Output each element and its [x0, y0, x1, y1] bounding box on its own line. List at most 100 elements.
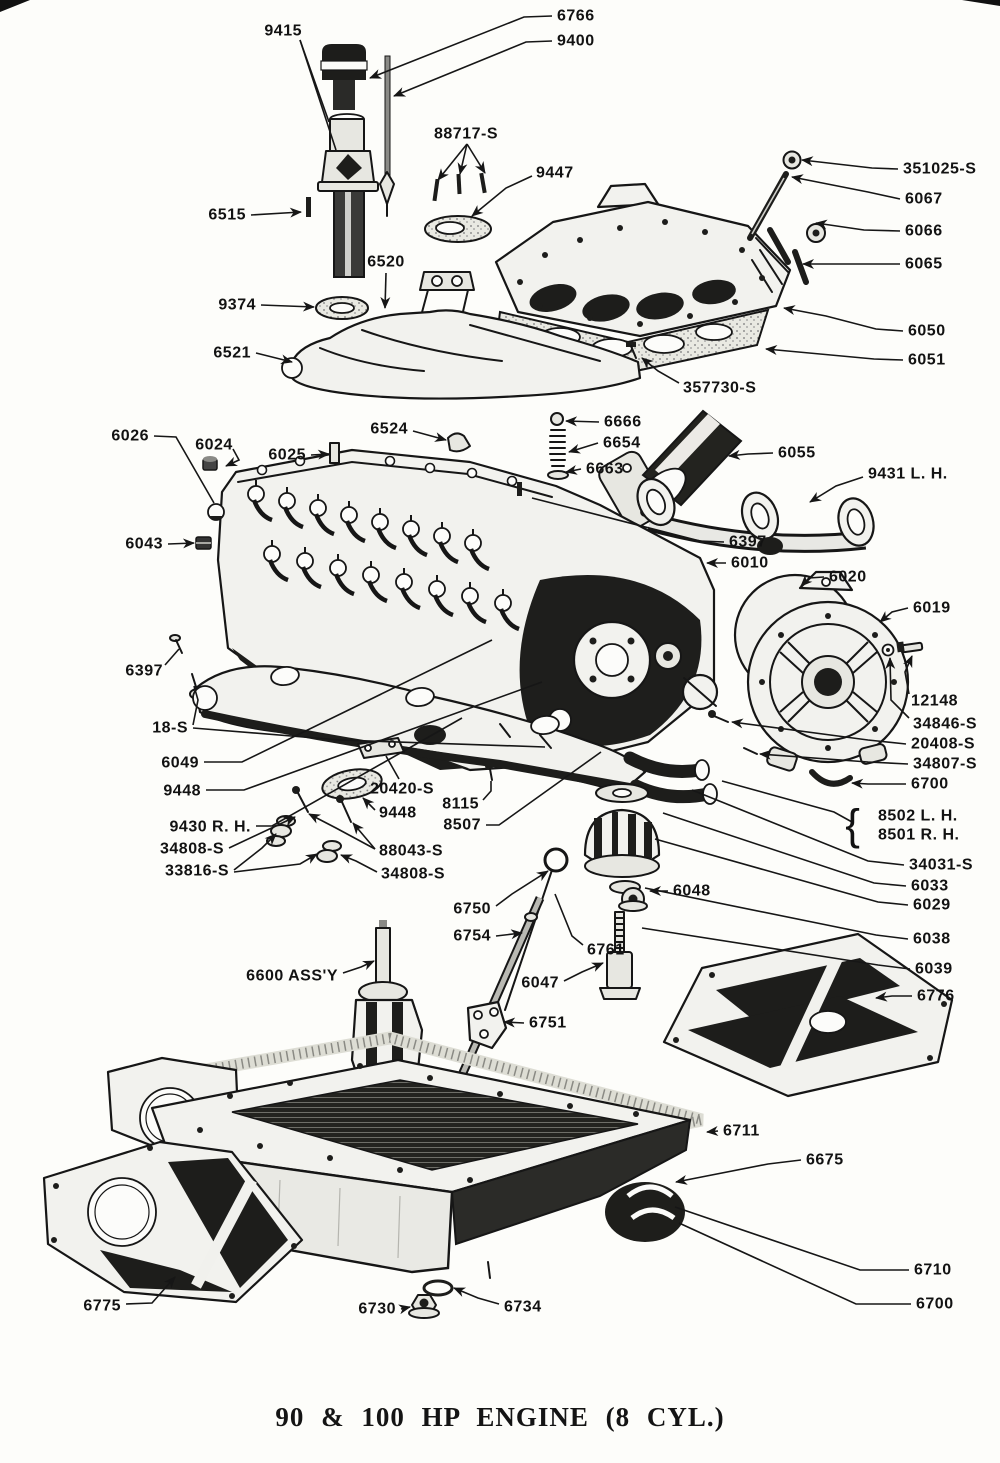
leader-line — [885, 657, 910, 719]
leader-line — [800, 574, 825, 587]
leader-line — [565, 464, 582, 475]
brace-glyph: { — [845, 801, 860, 850]
bolt-12148-drawing — [881, 641, 924, 657]
leader-line — [393, 40, 553, 97]
leader-line — [164, 648, 180, 666]
breather-tube-drawing — [317, 113, 379, 278]
leader-line — [340, 854, 378, 873]
part-label-8501-r-h-: 8501 R. H. — [878, 827, 959, 844]
leader-line — [398, 1304, 411, 1315]
part-label-6039-52: 6039 — [915, 961, 953, 978]
leader-line — [167, 538, 195, 549]
oil-pan-drawing — [106, 1056, 692, 1279]
leader-line — [801, 156, 899, 170]
flywheel-housing-drawing — [746, 570, 910, 772]
leader-line — [453, 1287, 500, 1305]
head-nuts-and-studs-drawing — [747, 150, 826, 285]
part-label-6666-21: 6666 — [604, 414, 642, 431]
part-label-8115-46: 8115 — [442, 796, 479, 813]
leader-line — [759, 749, 909, 765]
part-label-6515-12: 6515 — [208, 207, 246, 224]
part-label-6663-23: 6663 — [586, 461, 624, 478]
leader-line — [437, 143, 468, 181]
manifold-gasket-drawing — [321, 737, 405, 800]
part-label-6776-53: 6776 — [917, 988, 955, 1005]
part-label-6051-10: 6051 — [908, 352, 946, 369]
leader-line — [342, 960, 375, 974]
leader-line — [225, 448, 241, 467]
part-label-34808-s-42: 34808-S — [160, 841, 224, 858]
float-valve-column-drawing — [583, 783, 661, 1000]
part-label-88043-s-44: 88043-S — [379, 843, 443, 860]
part-label-20420-s-39: 20420-S — [370, 781, 434, 798]
engine-rear-plate-drawing — [42, 1140, 304, 1304]
oil-gauge-assembly-drawing — [457, 847, 569, 1077]
part-label-6049-37: 6049 — [161, 755, 199, 772]
leader-line — [791, 174, 901, 200]
part-label-6751-60: 6751 — [529, 1015, 567, 1032]
leader-lines — [125, 15, 913, 1315]
leader-line — [352, 822, 376, 850]
part-label-6700-64: 6700 — [916, 1296, 954, 1313]
valve-spring-bolt-drawing — [547, 412, 569, 480]
leader-line — [706, 1126, 719, 1136]
leader-line — [495, 870, 549, 907]
leader-line — [457, 143, 468, 175]
part-label-9448-38: 9448 — [163, 783, 201, 800]
gasket-9447-drawing — [424, 215, 492, 243]
leader-line — [675, 1159, 802, 1185]
leader-line — [471, 175, 533, 217]
clip-6524-drawing — [447, 432, 471, 453]
leader-line — [654, 838, 909, 906]
oil-level-gauge-drawing — [379, 55, 395, 217]
leader-line — [250, 207, 302, 218]
part-label-6020-28: 6020 — [829, 569, 867, 586]
part-label-6010-27: 6010 — [731, 555, 769, 572]
part-label-6019-29: 6019 — [913, 600, 951, 617]
part-label-6050-9: 6050 — [908, 323, 946, 340]
part-label-33816-s-43: 33816-S — [165, 863, 229, 880]
gasket-9374-drawing — [315, 296, 369, 320]
part-label-6754-55: 6754 — [453, 928, 491, 945]
part-label-9400-1: 9400 — [557, 33, 595, 50]
leader-line — [256, 717, 463, 827]
part-label-6066-7: 6066 — [905, 223, 943, 240]
part-label-6710-63: 6710 — [914, 1262, 952, 1279]
part-label-9431-l-h--25: 9431 L. H. — [868, 466, 948, 483]
part-label-6700-34: 6700 — [911, 776, 949, 793]
part-label-8502-l-h-: 8502 L. H. — [878, 808, 958, 825]
leader-line — [299, 39, 337, 151]
part-label-88717-s-3: 88717-S — [434, 126, 498, 143]
leader-line — [531, 497, 725, 543]
cylinder-block-drawing — [216, 442, 716, 772]
leader-line — [412, 430, 447, 442]
leader-line — [308, 813, 376, 850]
leader-line — [563, 962, 604, 982]
exhaust-manifold-lh-drawing — [636, 477, 875, 555]
leader-line — [662, 812, 907, 887]
part-label-6065-8: 6065 — [905, 256, 943, 273]
part-label-9415-2: 9415 — [264, 23, 302, 40]
leader-line — [678, 1222, 911, 1305]
oil-filler-cap-drawing — [320, 44, 368, 110]
part-label-9430-r-h--41: 9430 R. H. — [170, 819, 251, 836]
part-label-6397-35: 6397 — [125, 663, 163, 680]
part-label-6024-17: 6024 — [195, 437, 233, 454]
part-label-6397-26: 6397 — [729, 534, 767, 551]
leader-line — [260, 301, 315, 312]
leader-line — [641, 357, 680, 384]
leader-line — [153, 435, 215, 504]
leader-line — [233, 853, 318, 873]
part-label-6043-20: 6043 — [125, 536, 163, 553]
leader-line — [554, 893, 584, 946]
rear-seal-upper-drawing — [809, 769, 853, 787]
leader-line — [815, 219, 901, 232]
leader-line — [495, 929, 523, 940]
leader-line — [255, 352, 293, 365]
part-label-6067-6: 6067 — [905, 191, 943, 208]
deck-nuts — [256, 455, 518, 487]
leader-line — [192, 685, 199, 726]
leader-line — [875, 991, 912, 1002]
intake-manifold-drawing — [281, 271, 642, 400]
